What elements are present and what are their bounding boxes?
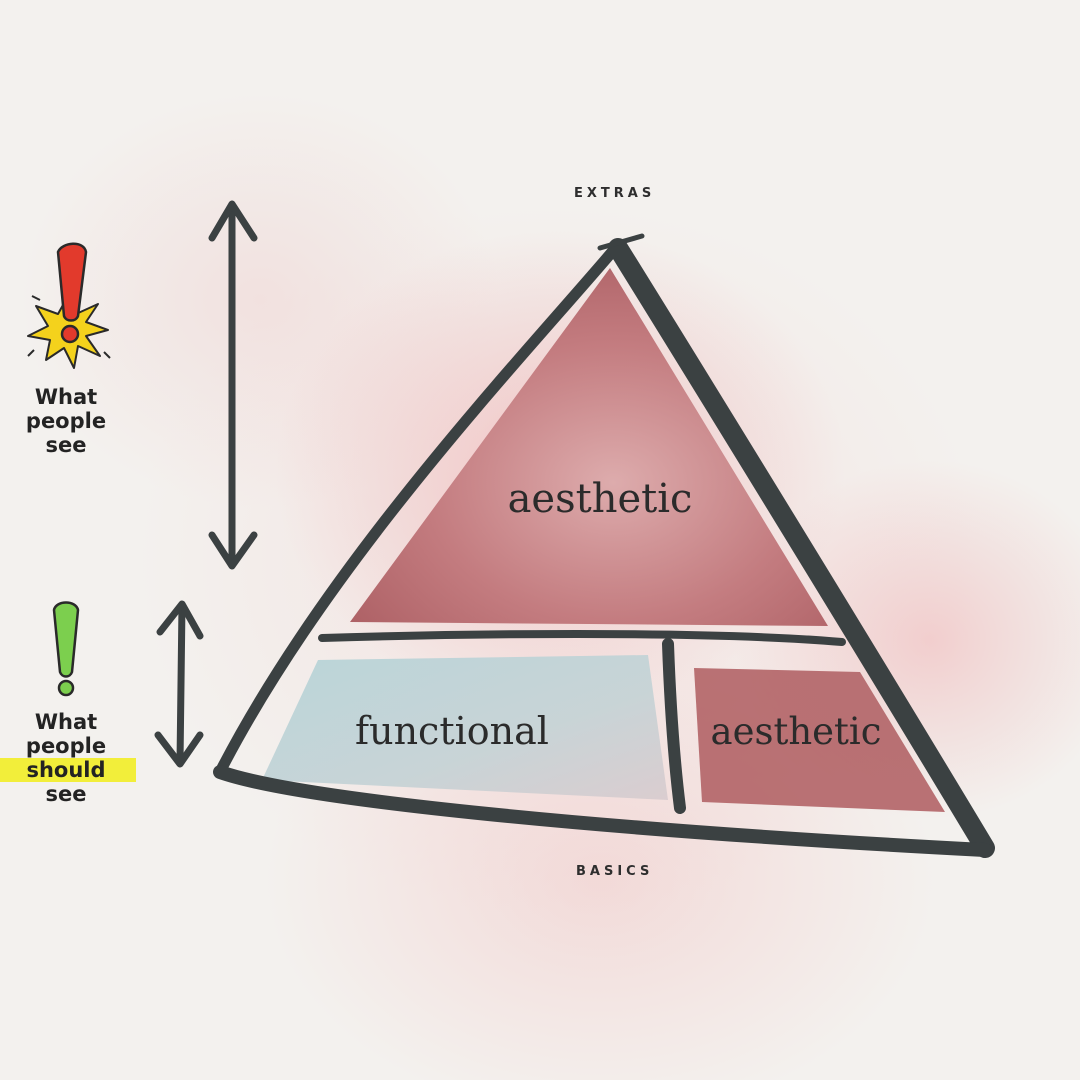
apex-tick <box>597 233 645 251</box>
pyramid-left-edge <box>216 246 618 774</box>
green-exclamation-icon <box>52 601 80 697</box>
double-arrow-icon <box>208 200 258 570</box>
top-aesthetic-segment <box>350 268 828 626</box>
basics-caption: BASICS <box>576 864 654 879</box>
extras-caption: EXTRAS <box>574 186 656 201</box>
what-people-should-see-label: What people should see <box>0 710 136 806</box>
see-label-line2: people <box>25 409 107 433</box>
pyramid-right-edge <box>608 238 995 858</box>
what-people-see-label: What people see <box>0 385 136 457</box>
should-highlight: should <box>0 758 136 782</box>
see-label-line3: see <box>45 433 87 457</box>
see-label-line1: What <box>34 385 98 409</box>
divider-vertical <box>662 638 686 814</box>
bottom-aesthetic-segment <box>694 668 945 812</box>
short-double-arrow-icon <box>154 600 204 768</box>
red-exclamation-icon <box>56 242 88 344</box>
top-aesthetic-label: aesthetic <box>508 476 693 522</box>
bottom-aesthetic-label: aesthetic <box>711 710 882 753</box>
should-label-line2: people <box>25 734 107 758</box>
functional-label: functional <box>355 709 549 753</box>
pyramid-base <box>213 765 992 857</box>
functional-segment <box>262 655 668 800</box>
should-label-line1: What <box>34 710 98 734</box>
should-label-line4: see <box>45 782 87 806</box>
divider-horizontal <box>318 630 846 646</box>
